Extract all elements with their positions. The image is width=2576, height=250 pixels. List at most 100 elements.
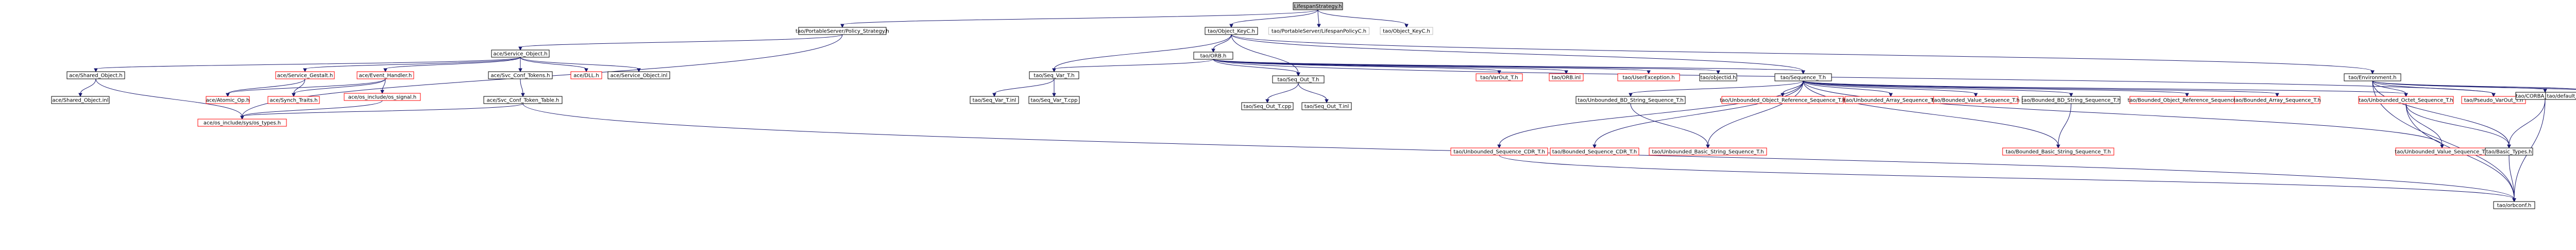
edge-sequence_t_h-to-bounded_array_sequence <box>1803 80 2279 97</box>
node-box <box>2485 147 2533 156</box>
edge-arrowhead <box>2512 198 2516 203</box>
node-unbounded-object-reference-sequence[interactable]: tao/Unbounded_Object_Reference_Sequence_… <box>1720 96 1845 104</box>
edge-arrowhead <box>2543 89 2547 93</box>
node-box <box>1241 102 1294 110</box>
edge-arrowhead <box>1801 70 1805 75</box>
edge-orb_h-to-user_exception_h <box>1213 59 1651 75</box>
edge-environment_h-to-pseudo_varout_t_h <box>2372 80 2496 97</box>
node-object-keyc-h-ext[interactable]: tao/Object_KeyC.h <box>1380 27 1433 35</box>
node-object-keyc-h[interactable]: tao/Object_KeyC.h <box>1205 27 1258 35</box>
node-user-exception-h[interactable]: tao/UserException.h <box>1617 73 1680 81</box>
node-default-environment-h[interactable]: tao/default_environment.h <box>2545 92 2576 100</box>
node-service-object-h[interactable]: ace/Service_Object.h <box>491 49 550 58</box>
node-bounded-value-sequence[interactable]: tao/Bounded_Value_Sequence_T.h <box>1932 96 2020 104</box>
node-orb-h[interactable]: tao/ORB.h <box>1193 52 1233 60</box>
node-synch-traits-h[interactable]: ace/Synch_Traits.h <box>267 96 320 104</box>
node-label: tao/Unbounded_Array_Sequence_T.h <box>1844 98 1938 104</box>
edge-line <box>1267 82 1299 101</box>
node-box <box>344 93 421 101</box>
edge-line <box>1054 59 1214 70</box>
edge-line <box>1231 34 2373 72</box>
edge-sequence_t_h-to-bounded_basic_string_sequence <box>1803 80 2060 149</box>
node-service-gestalt-h[interactable]: ace/Service_Gestalt.h <box>275 71 335 79</box>
edge-corba_methods_h-to-basic_types_h <box>2507 99 2546 149</box>
node-bounded-array-sequence[interactable]: tao/Bounded_Array_Sequence_T.h <box>2233 96 2321 104</box>
edge-line <box>95 78 243 117</box>
edge-line <box>2058 103 2072 146</box>
edge-bounded_bd_string_sequence-to-bounded_basic_string_sequence <box>2056 103 2072 149</box>
edge-arrowhead <box>1404 24 1409 28</box>
edge-line <box>1317 9 1407 25</box>
node-seq-var-t-inl[interactable]: tao/Seq_Var_T.inl <box>970 96 1019 104</box>
edge-line <box>1803 80 2072 94</box>
node-portable-server-policy-strategy[interactable]: tao/PortableServer/Policy_Strategy.h <box>795 27 889 35</box>
node-objectid-h[interactable]: tao/objectid.h <box>1699 73 1737 81</box>
node-orbconf-h[interactable]: tao/orbconf.h <box>2493 201 2535 209</box>
node-box <box>2358 96 2454 104</box>
edge-unbounded_sequence_cdr-to-orbconf_h <box>1499 155 2516 203</box>
edge-arrowhead <box>2056 144 2060 149</box>
node-sequence-t-h[interactable]: tao/Sequence_T.h <box>1774 73 1832 81</box>
edge-event_handler_h-to-synch_traits_h <box>292 78 386 97</box>
node-seq-var-t-cpp[interactable]: tao/Seq_Var_T.cpp <box>1028 96 1080 104</box>
node-box <box>798 27 887 35</box>
node-varout-t-h[interactable]: tao/VarOut_T.h <box>1476 73 1523 81</box>
edge-line <box>1803 80 2059 146</box>
edge-basic_types_h-to-orbconf_h <box>2509 155 2516 203</box>
edge-line <box>382 78 386 91</box>
node-basic-types-h[interactable]: tao/Basic_Types.h <box>2485 147 2533 156</box>
node-svc-conf-token-table-h[interactable]: ace/Svc_Conf_Token_Table.h <box>483 96 563 104</box>
node-unbounded-value-sequence[interactable]: tao/Unbounded_Value_Sequence_T.h <box>2395 147 2489 156</box>
node-box <box>1268 27 1369 35</box>
edge-arrowhead <box>521 93 525 97</box>
node-seq-out-t-cpp[interactable]: tao/Seq_Out_T.cpp <box>1241 102 1294 110</box>
edge-arrowhead <box>1211 48 1215 53</box>
edge-unbounded_octet_sequence-to-basic_types_h <box>2405 103 2511 149</box>
node-bounded-basic-string-sequence[interactable]: tao/Bounded_Basic_String_Sequence_T.h <box>2002 147 2114 156</box>
node-os-types-h[interactable]: ace/os_include/sys/os_types.h <box>197 119 287 127</box>
edge-service_object_h-to-svc_conf_tokens_h <box>518 57 522 73</box>
node-box <box>1205 27 1258 35</box>
node-box <box>51 96 110 104</box>
node-service-object-inl[interactable]: ace/Service_Object.inl <box>607 71 670 79</box>
edge-arrowhead <box>584 68 588 73</box>
node-bounded-bd-string-sequence[interactable]: tao/Bounded_BD_String_Sequence_T.h <box>2022 96 2121 104</box>
node-label: tao/PortableServer/Policy_Strategy.h <box>795 29 889 35</box>
edge-orb_h-to-seq_out_t_h <box>1213 59 1300 77</box>
node-shared-object-inl[interactable]: ace/Shared_Object.inl <box>51 96 110 104</box>
node-seq-out-t-h[interactable]: tao/Seq_Out_T.h <box>1272 75 1325 84</box>
node-box <box>2234 96 2320 104</box>
node-label: tao/Unbounded_Basic_String_Sequence_T.h <box>1652 149 1764 155</box>
node-seq-var-t-h[interactable]: tao/Seq_Var_T.h <box>1029 71 1079 79</box>
edge-lifespan_strategy-to-portable_server_lifespan_policy <box>1317 9 1321 28</box>
edge-line <box>1803 80 2188 94</box>
edge-orb_h-to-orb_inl <box>1213 59 1568 75</box>
node-pseudo-varout-t-h[interactable]: tao/Pseudo_VarOut_T.h <box>2461 96 2526 104</box>
node-orb-inl[interactable]: tao/ORB.inl <box>1549 73 1584 81</box>
edge-line <box>293 78 386 94</box>
node-unbounded-octet-sequence[interactable]: tao/Unbounded_Octet_Sequence_T.h <box>2358 96 2454 104</box>
node-dll-h[interactable]: ace/DLL.h <box>570 71 602 79</box>
node-unbounded-basic-string-sequence[interactable]: tao/Unbounded_Basic_String_Sequence_T.h <box>1649 147 1767 156</box>
node-shared-object-h[interactable]: ace/Shared_Object.h <box>66 71 125 79</box>
node-label: ace/Atomic_Op.h <box>206 98 250 104</box>
node-box <box>607 71 670 79</box>
node-unbounded-sequence-cdr[interactable]: tao/Unbounded_Sequence_CDR_T.h <box>1450 147 1548 156</box>
edge-arrowhead <box>303 68 307 73</box>
node-event-handler-h[interactable]: ace/Event_Handler.h <box>357 71 414 79</box>
node-os-signal-h[interactable]: ace/os_include/os_signal.h <box>344 93 421 101</box>
node-bounded-object-reference-sequence[interactable]: tao/Bounded_Object_Reference_Sequence_T.… <box>2128 96 2247 104</box>
node-seq-out-t-inl[interactable]: tao/Seq_Out_T.inl <box>1301 102 1352 110</box>
node-portable-server-lifespan-policy[interactable]: tao/PortableServer/LifespanPolicyC.h <box>1268 27 1369 35</box>
node-unbounded-array-sequence[interactable]: tao/Unbounded_Array_Sequence_T.h <box>1844 96 1938 104</box>
edge-line <box>1213 59 2494 94</box>
node-bounded-sequence-cdr[interactable]: tao/Bounded_Sequence_CDR_T.h <box>1550 147 1639 156</box>
edge-line <box>2372 80 2510 146</box>
node-label: ace/Event_Handler.h <box>359 73 412 79</box>
edge-line <box>520 34 843 48</box>
node-atomic-op-h[interactable]: ace/Atomic_Op.h <box>206 96 250 104</box>
node-svc-conf-tokens-h[interactable]: ace/Svc_Conf_Tokens.h <box>488 71 553 79</box>
node-environment-h[interactable]: tao/Environment.h <box>2344 73 2401 81</box>
node-unbounded-bd-string-sequence[interactable]: tao/Unbounded_BD_String_Sequence_T.h <box>1575 96 1686 104</box>
